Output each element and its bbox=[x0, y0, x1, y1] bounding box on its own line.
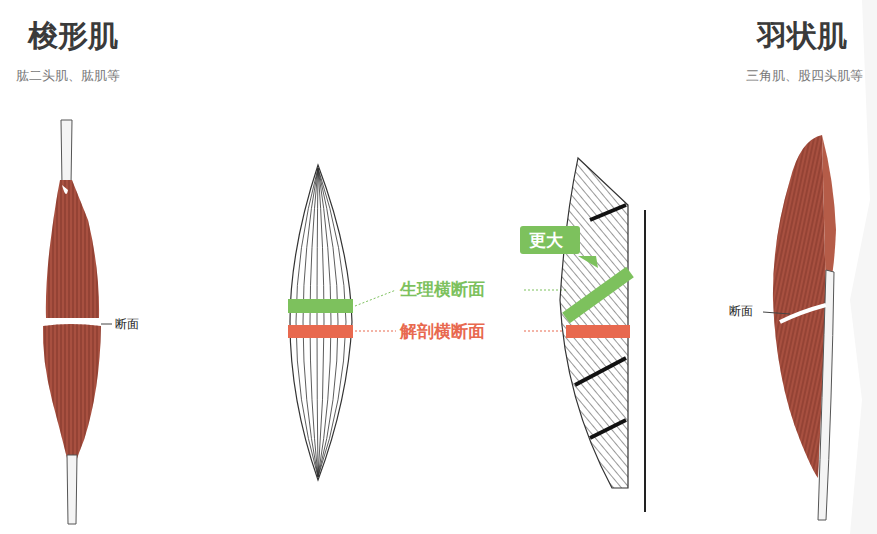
right-title: 羽状肌 bbox=[757, 16, 847, 57]
physiological-label: 生理横断面 bbox=[400, 278, 485, 301]
callout-box: 更大 bbox=[520, 226, 580, 254]
left-subtitle: 肱二头肌、肱肌等 bbox=[16, 67, 120, 85]
callout-text: 更大 bbox=[529, 230, 563, 250]
left-title: 梭形肌 bbox=[28, 16, 118, 57]
right-subtitle: 三角肌、股四头肌等 bbox=[746, 67, 863, 85]
anatomical-label: 解剖横断面 bbox=[400, 320, 485, 343]
section-label: 断面 bbox=[115, 316, 139, 333]
section-label: 断面 bbox=[729, 303, 753, 320]
